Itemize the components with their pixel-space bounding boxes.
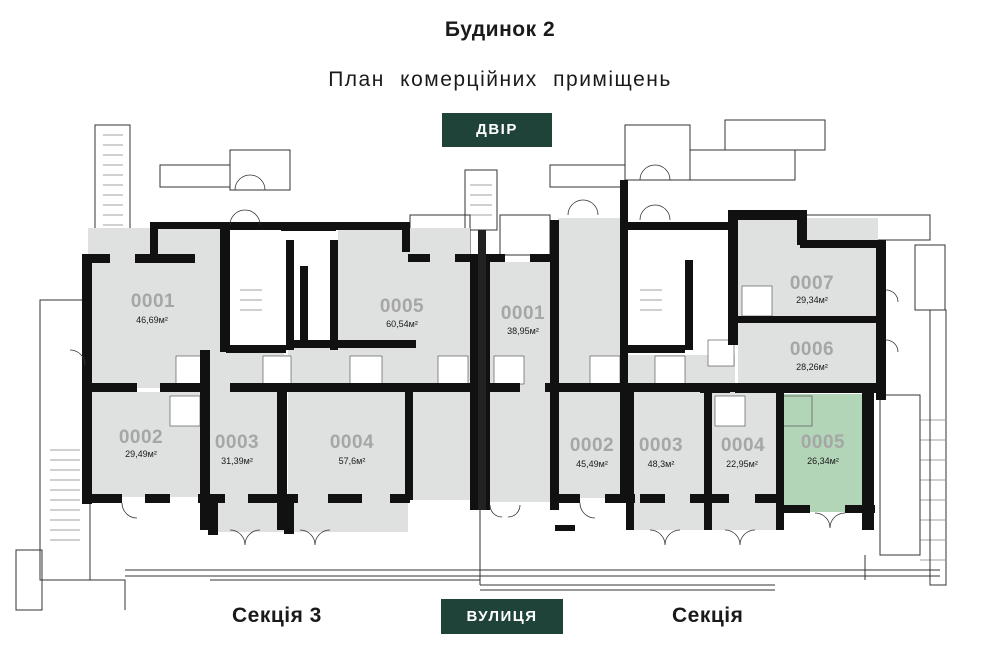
room-labels: 0001 46,69м² 0005 60,54м² 0001 38,95м² 0… xyxy=(119,273,845,469)
room-area: 28,26м² xyxy=(796,362,828,372)
room-area: 29,34м² xyxy=(796,295,828,305)
room-area: 45,49м² xyxy=(576,459,608,469)
room-area: 31,39м² xyxy=(221,456,253,466)
doors xyxy=(69,164,899,546)
room-number: 0001 xyxy=(131,291,175,312)
tile-pad-highlight xyxy=(781,395,813,427)
room-area: 26,34м² xyxy=(807,456,839,466)
yard-label: ДВІР xyxy=(442,113,552,147)
room-number: 0004 xyxy=(330,432,374,453)
room-number: 0002 xyxy=(570,435,614,456)
room-area: 48,3м² xyxy=(648,459,675,469)
room-number: 0007 xyxy=(790,273,834,294)
section-label-left: Секція 3 xyxy=(232,604,322,627)
room-area: 22,95м² xyxy=(726,459,758,469)
building-title: Будинок 2 xyxy=(444,18,556,41)
room-area: 57,6м² xyxy=(339,456,366,466)
room-number: 0001 xyxy=(501,303,545,324)
site-outline xyxy=(15,119,947,611)
room-area: 38,95м² xyxy=(507,326,539,336)
room-number: 0003 xyxy=(215,432,259,453)
section-label-right: Секція xyxy=(672,604,744,627)
room-area: 29,49м² xyxy=(125,449,157,459)
street-label: ВУЛИЦЯ xyxy=(441,599,563,634)
room-number: 0003 xyxy=(639,435,683,456)
room-number: 0005 xyxy=(801,432,845,453)
plan-subtitle: План комерційних приміщень xyxy=(328,68,672,91)
walls xyxy=(82,180,886,535)
room-area: 60,54м² xyxy=(386,319,418,329)
room-number: 0002 xyxy=(119,427,163,448)
room-number: 0006 xyxy=(790,339,834,360)
room-number: 0005 xyxy=(380,296,424,317)
room-number: 0004 xyxy=(721,435,765,456)
room-area: 46,69м² xyxy=(136,315,168,325)
